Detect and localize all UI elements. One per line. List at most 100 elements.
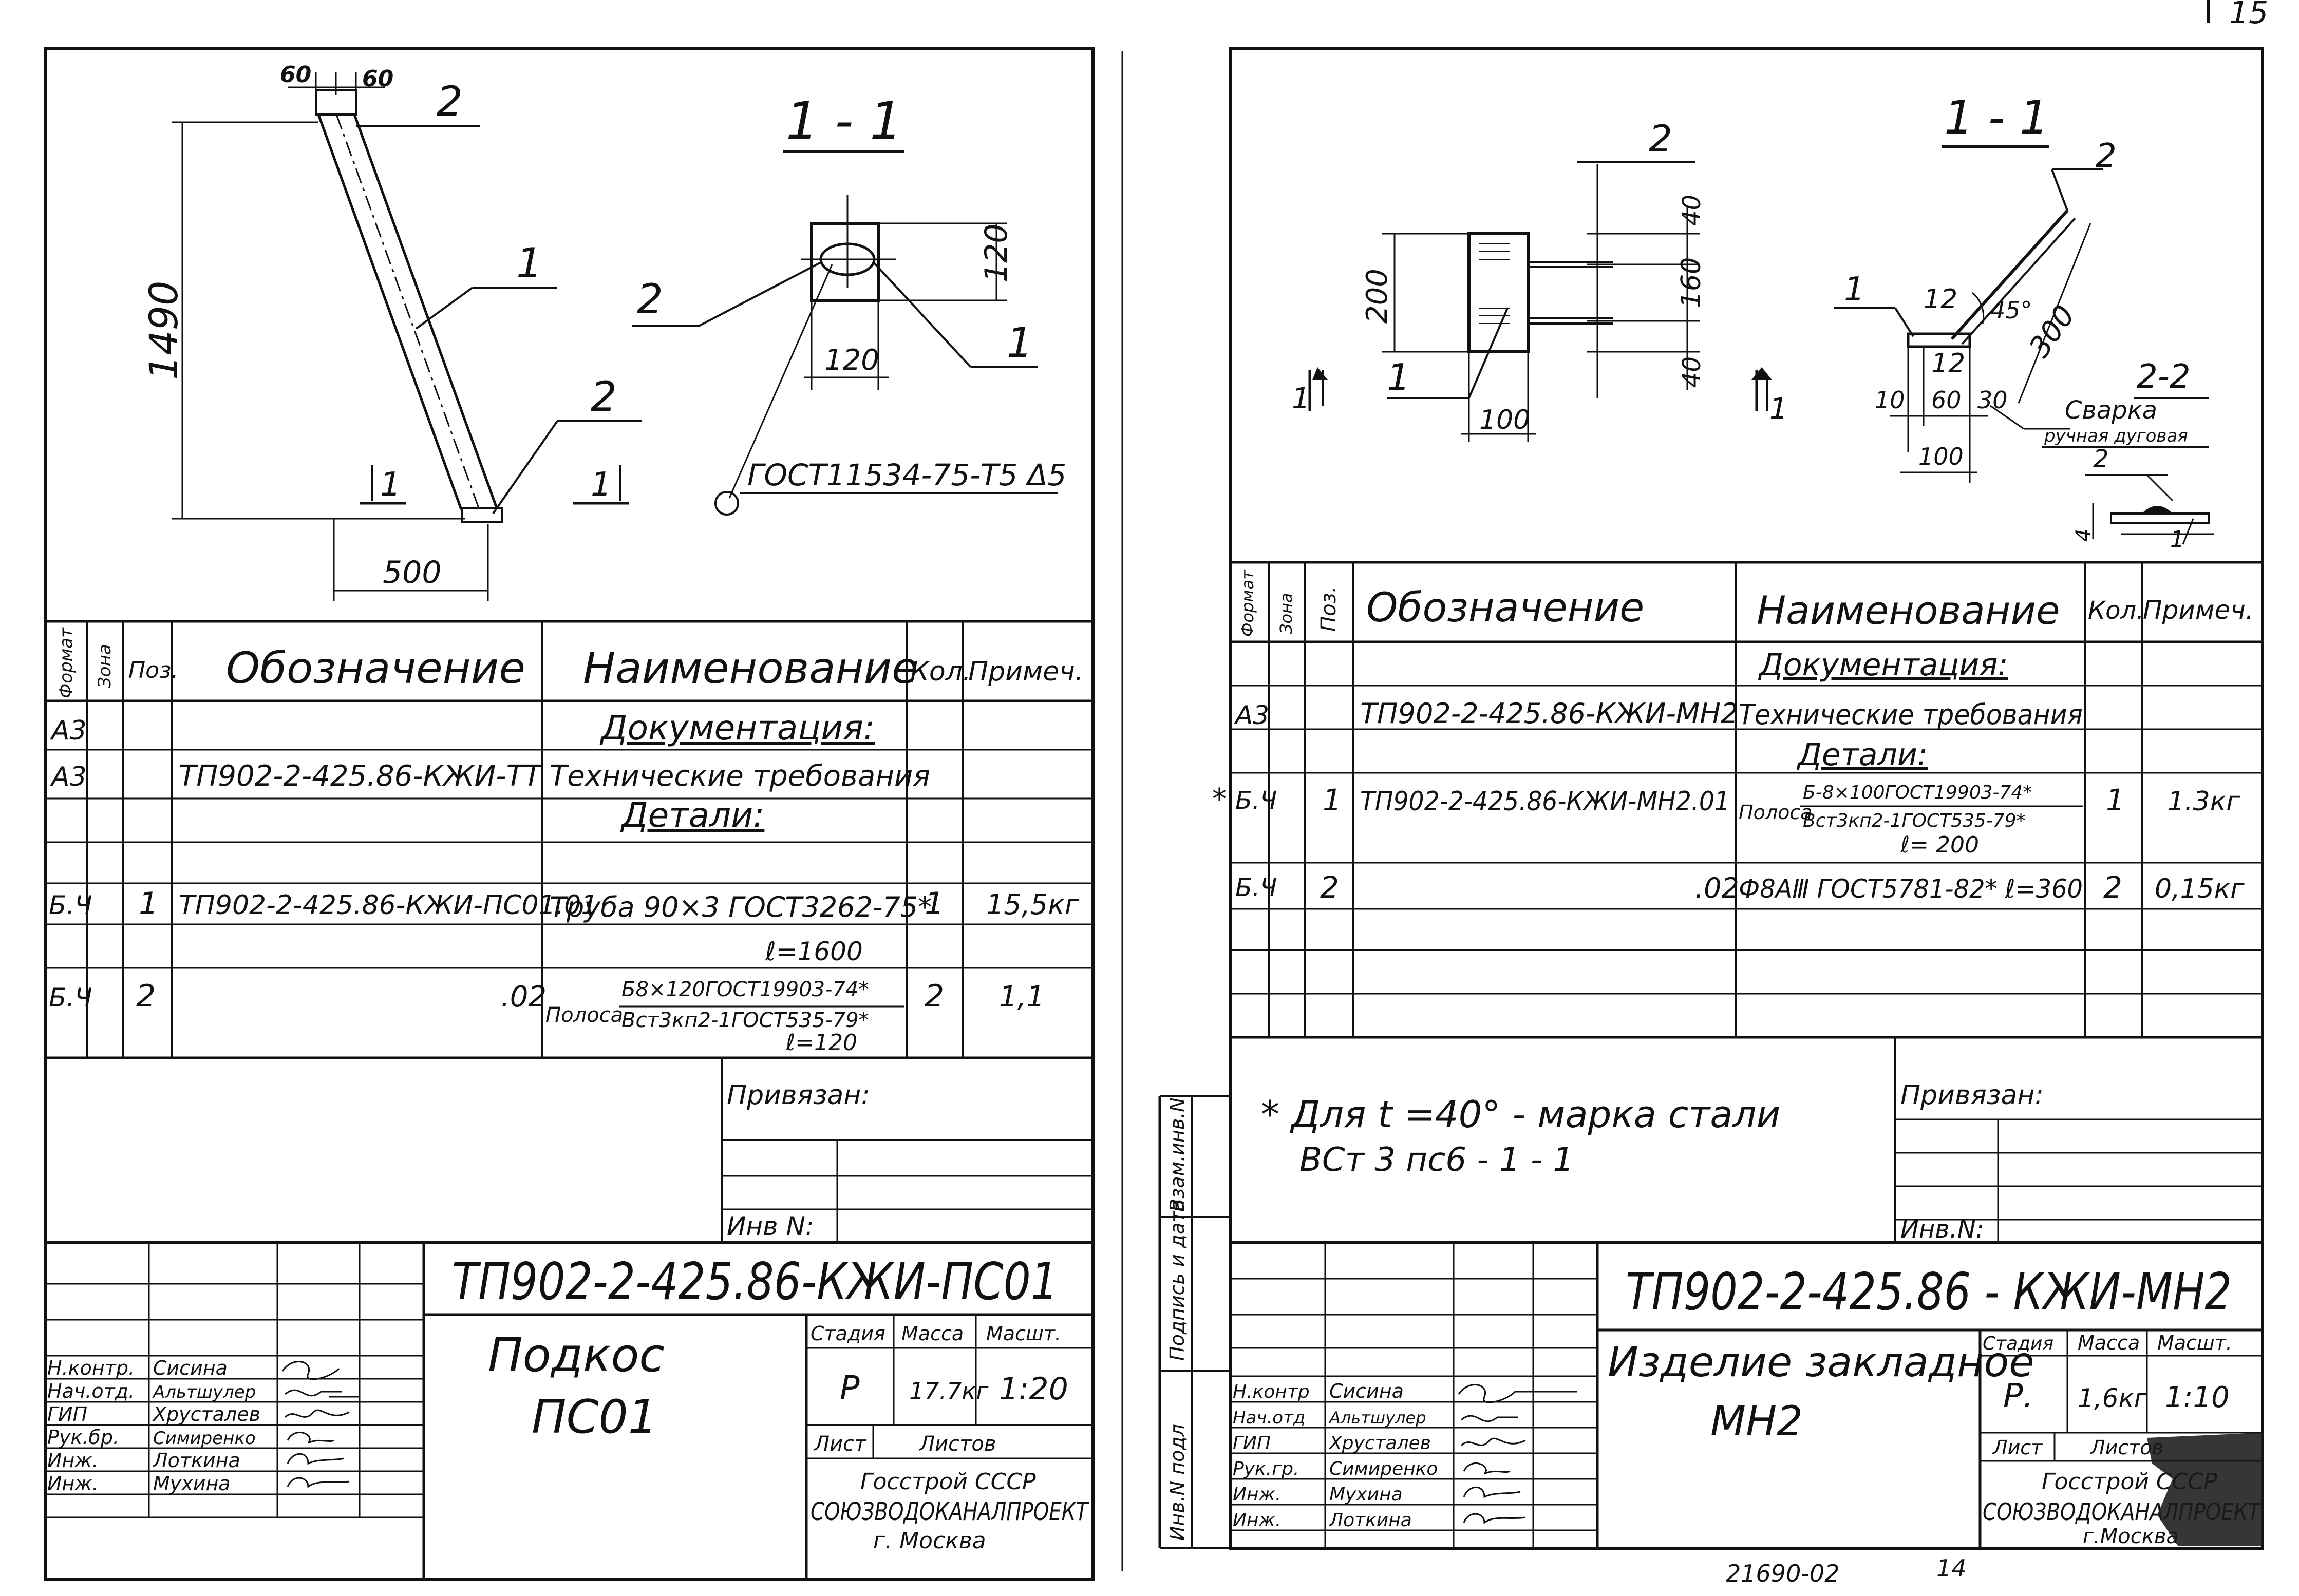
- row2-mark-right: *: [1212, 783, 1227, 816]
- plate-pos-1: 1: [1387, 356, 1410, 399]
- row3-name: Труба 90×3 ГОСТ3262-75*: [550, 891, 932, 923]
- plate-view: 200 40 160 40 2 1 100: [1292, 117, 1788, 442]
- col-note: Примеч.: [968, 656, 1083, 687]
- row2-format: А3: [50, 762, 87, 792]
- row2-name-top-right: Б-8×100ГОСТ19903-74*: [1803, 782, 2032, 803]
- org-line2-left: СОЮЗВОДОКАНАЛПРОЕКТ: [811, 1497, 1089, 1526]
- row4-format: Б.Ч: [49, 983, 92, 1013]
- row2-designation-right: ТП902-2-425.86-КЖИ-МН2.01: [1360, 786, 1730, 817]
- signer3-name-left: Хрусталев: [152, 1403, 260, 1426]
- signer1-name-right: Сисина: [1329, 1380, 1404, 1402]
- signature-scribble: [285, 1389, 360, 1398]
- section-documentation-right: Документация:: [1758, 647, 2008, 683]
- signer1-name-left: Сисина: [153, 1357, 228, 1379]
- binding-label: Привязан:: [727, 1080, 870, 1111]
- mass-value-right: 1,6кг: [2078, 1383, 2148, 1413]
- steel-note-line1: * Для t =40° - марка стали: [1261, 1093, 1780, 1136]
- dim-500: 500: [383, 555, 442, 591]
- binding-block-left: Привязан: Инв N:: [721, 1058, 1093, 1243]
- weld-title: Сварка: [2065, 396, 2157, 425]
- dim-12-top: 12: [1924, 284, 1957, 315]
- signature-scribble: [1463, 1462, 1511, 1475]
- row4-pos: 2: [136, 978, 156, 1014]
- title-code-left: ТП902-2-425.86-КЖИ-ПС01: [452, 1251, 1058, 1312]
- dim-160: 160: [1676, 257, 1707, 308]
- dim-40-top: 40: [1678, 195, 1706, 226]
- section-pos-2: 2: [637, 275, 663, 323]
- stage-value-left: Р: [840, 1370, 860, 1408]
- spec-table-left: Формат Зона Поз. Обозначение Наименовани…: [45, 621, 1093, 1059]
- section-right-pos-1: 1: [1844, 271, 1865, 309]
- row2-name-bottom-right: Вст3кп2-1ГОСТ535-79*: [1803, 810, 2025, 831]
- col-designation: Обозначение: [226, 643, 525, 693]
- col-format-right: Формат: [1238, 569, 1257, 637]
- signer6-role-left: Инж.: [47, 1472, 99, 1495]
- signature-scribble: [1461, 1415, 1518, 1422]
- signer5-name-right: Мухина: [1329, 1484, 1403, 1505]
- dim-60: 60: [1931, 386, 1962, 414]
- signer3-role-left: ГИП: [47, 1403, 87, 1426]
- col-pos: Поз.: [128, 657, 178, 683]
- signer5-role-left: Инж.: [47, 1449, 99, 1472]
- row2-qty-right: 1: [2106, 783, 2125, 818]
- cut-mark-right: 1: [591, 466, 612, 504]
- signature-scribble: [1463, 1513, 1526, 1524]
- row4-name-prefix: Полоса: [545, 1003, 623, 1027]
- signature-scribble: [287, 1453, 345, 1465]
- row1-format-right: А3: [1234, 700, 1269, 730]
- dim-12-side: 12: [1931, 348, 1965, 379]
- weld-dim-4: 4: [2072, 529, 2096, 542]
- dim-40-bottom: 40: [1678, 356, 1706, 388]
- row1-format: А3: [50, 715, 87, 746]
- signer1-role-left: Н.контр.: [47, 1357, 135, 1379]
- dim-60-left: 60: [280, 62, 311, 88]
- bottom-stamp: 21690-02: [1726, 1560, 1839, 1587]
- row4-designation: .02: [501, 980, 547, 1014]
- row3-format: Б.Ч: [49, 890, 92, 920]
- steel-note-line2: ВСт 3 пс6 - 1 - 1: [1299, 1141, 1574, 1179]
- mass-value-left: 17.7кг: [909, 1377, 989, 1405]
- row2-name: Технические требования: [550, 759, 930, 793]
- binder-label-replace: Взам.инв.N: [1166, 1097, 1189, 1212]
- signer6-role-right: Инж.: [1233, 1510, 1281, 1531]
- signer2-name-right: Альтшулер: [1328, 1408, 1426, 1428]
- dim-100-plate: 100: [1479, 405, 1530, 435]
- row3-note-right: 0,15кг: [2155, 873, 2245, 904]
- dim-60-right: 60: [362, 66, 393, 92]
- dim-200: 200: [1361, 269, 1394, 324]
- row1-designation-right: ТП902-2-425.86-КЖИ-МН2: [1360, 697, 1738, 730]
- title-name-line1-right: Изделие закладное: [1608, 1338, 2034, 1386]
- scale-value-right: 1:10: [2165, 1381, 2230, 1414]
- col-qty: Кол.: [910, 656, 971, 687]
- title-block-left: ТП902-2-425.86-КЖИ-ПС01 Подкос ПС01 Стад…: [45, 1241, 1093, 1579]
- row2-name-prefix-right: Полоса: [1739, 801, 1813, 824]
- signature-scribble: [287, 1477, 350, 1488]
- dim-30: 30: [1977, 386, 2008, 414]
- row3-name-right: Ф8АⅢ ГОСТ5781-82* ℓ=360: [1739, 874, 2083, 904]
- top-right-number: 15: [2229, 0, 2268, 31]
- note-block-right: * Для t =40° - марка стали ВСт 3 пс6 - 1…: [1261, 1037, 2263, 1244]
- row3-length: ℓ=1600: [765, 937, 863, 966]
- signature-scribble: [287, 1431, 334, 1444]
- row3-designation-right: .02: [1695, 872, 1739, 904]
- row4-length: ℓ=120: [785, 1030, 857, 1056]
- section-details: Детали:: [620, 795, 764, 835]
- stage-label-right: Стадия: [1983, 1333, 2053, 1354]
- dim-10: 10: [1875, 386, 1905, 414]
- signer2-name-left: Альтшулер: [152, 1382, 256, 1402]
- signer2-role-right: Нач.отд: [1233, 1408, 1305, 1428]
- title-block-right: ТП902-2-425.86 - КЖИ-МН2 Изделие закладн…: [1230, 1241, 2263, 1548]
- weld-pos-1: 1: [2170, 526, 2184, 553]
- col-note-right: Примеч.: [2143, 595, 2254, 625]
- mass-label-left: Масса: [901, 1322, 964, 1345]
- dim-1490: 1490: [141, 281, 186, 380]
- col-zone: Зона: [95, 644, 115, 688]
- pos-2-top: 2: [437, 78, 463, 125]
- row2-designation: ТП902-2-425.86-КЖИ-ТТ: [179, 759, 543, 793]
- cut-mark-left: 1: [380, 466, 401, 504]
- row4-note: 1,1: [999, 980, 1045, 1014]
- cut-1-right: 1: [1769, 392, 1788, 426]
- spec-table-right: Формат Зона Поз. Обозначение Наименовани…: [1212, 562, 2263, 1039]
- section-2-2: 2-2 Сварка ручная дуговая 2 1 4: [1990, 358, 2214, 553]
- row3-qty: 1: [925, 886, 944, 922]
